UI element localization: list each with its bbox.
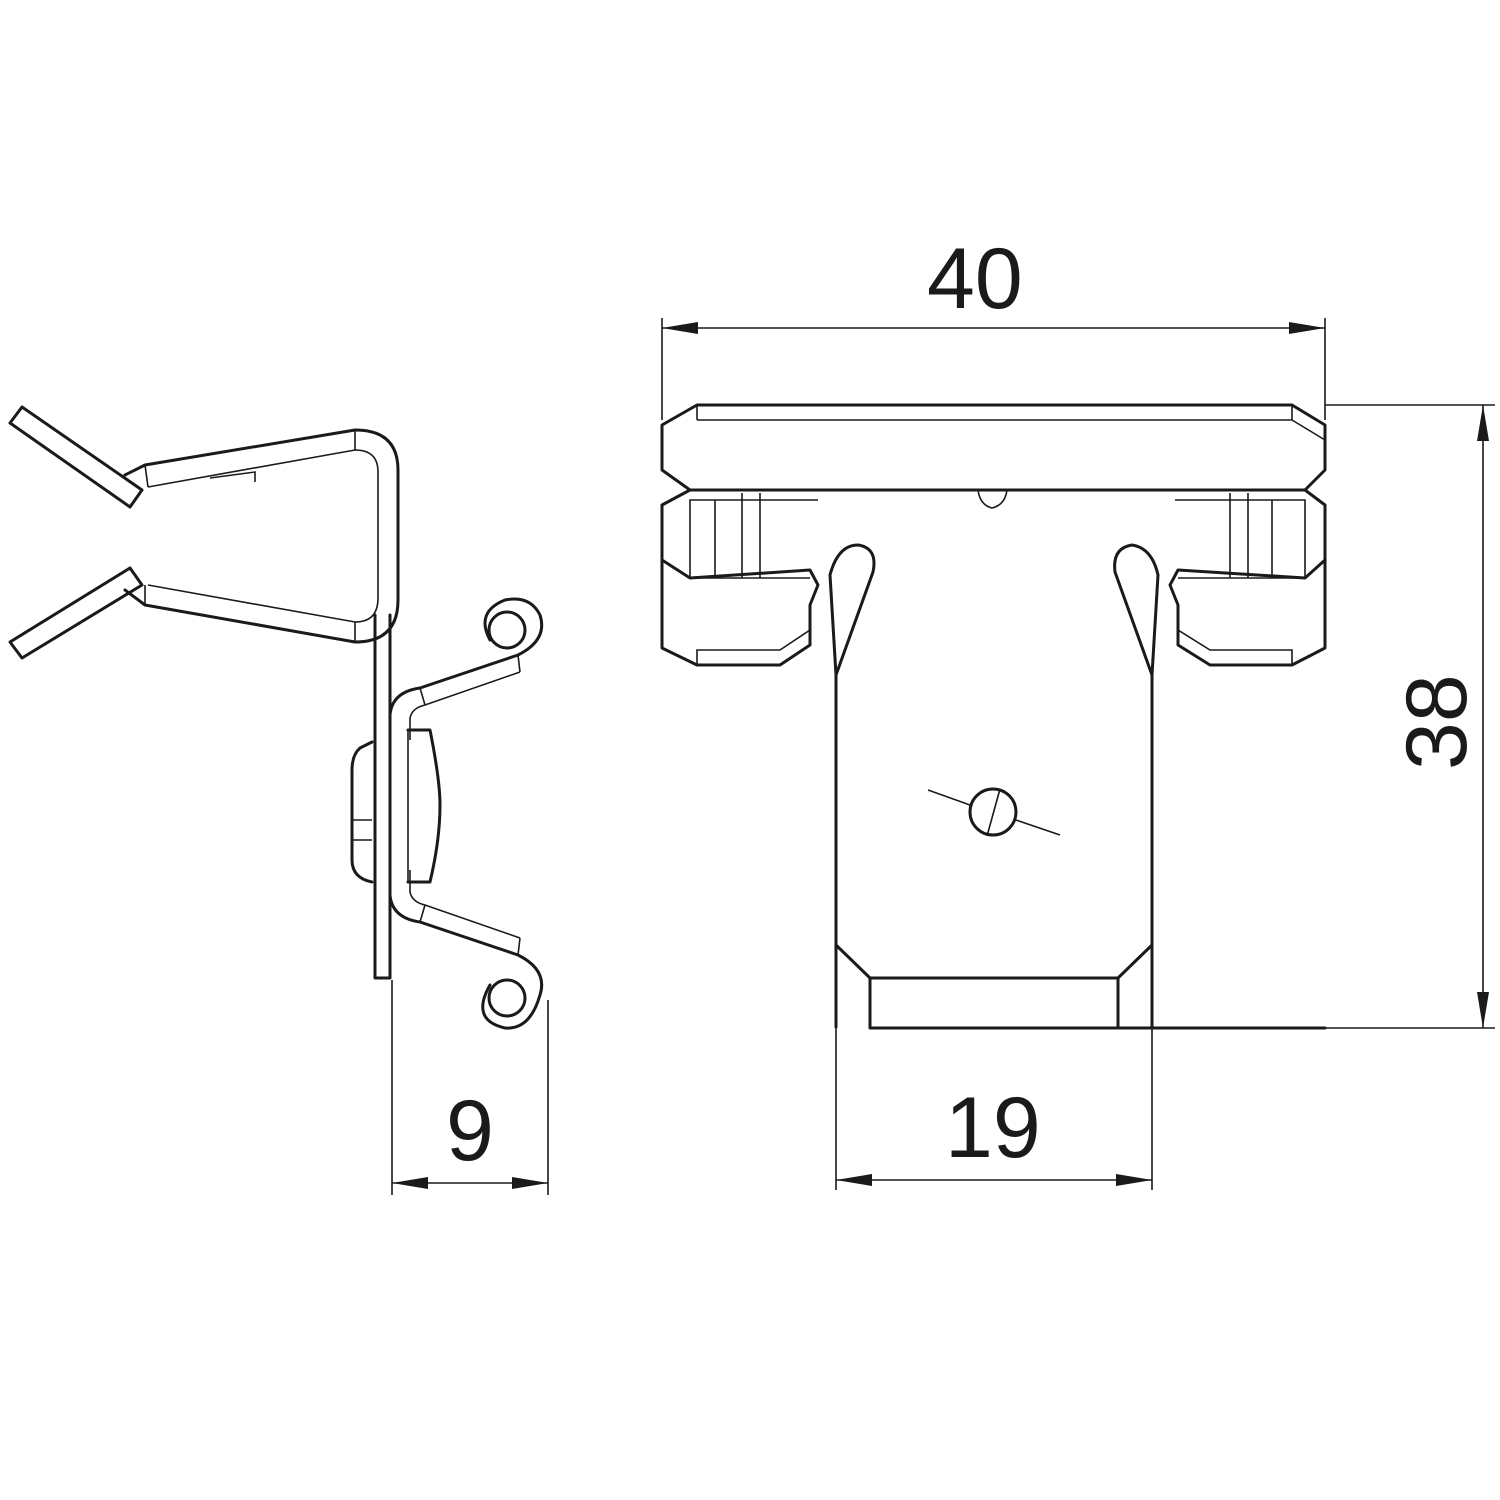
upper-arm-inner: [147, 449, 379, 623]
center-notch: [977, 489, 1008, 509]
dimension-label-9: 9: [446, 1083, 494, 1179]
screw-head: [350, 740, 374, 884]
screw-slot: [927, 788, 1061, 837]
dimension-body-width: 19: [835, 1027, 1153, 1190]
hook-upper: [487, 610, 527, 650]
left-clamp: [660, 488, 820, 667]
side-view: [8, 405, 544, 1030]
dimension-depth-side: 9: [391, 980, 549, 1195]
spring-upper-inner: [409, 654, 521, 740]
spring-lower: [388, 868, 544, 1030]
lower-tab: [8, 566, 144, 660]
right-clamp: [1168, 488, 1327, 667]
dimension-label-19: 19: [945, 1080, 1041, 1176]
base-plate: [373, 613, 392, 980]
upper-arm: [123, 428, 400, 644]
top-rail-inner: [661, 404, 1326, 441]
dimension-height-right: 38: [1325, 404, 1495, 1029]
screw-detail: [352, 730, 409, 882]
dimension-label-38: 38: [1389, 674, 1485, 770]
spring-lower-inner: [409, 870, 521, 956]
screw-body: [406, 728, 442, 884]
dimension-label-40: 40: [927, 231, 1023, 327]
spring-upper: [388, 597, 544, 742]
dimension-width-top: 40: [661, 231, 1326, 420]
body: [828, 543, 1160, 1029]
top-rail: [660, 403, 1327, 492]
right-clamp-detail: [1175, 493, 1306, 665]
screw-symbol: [968, 787, 1018, 837]
upper-tab: [8, 405, 144, 509]
body-bottom: [834, 943, 1327, 1030]
front-view: [660, 403, 1327, 1030]
left-clamp-detail: [689, 493, 818, 665]
upper-arm-detail: [144, 430, 356, 642]
hook-lower: [487, 978, 527, 1018]
